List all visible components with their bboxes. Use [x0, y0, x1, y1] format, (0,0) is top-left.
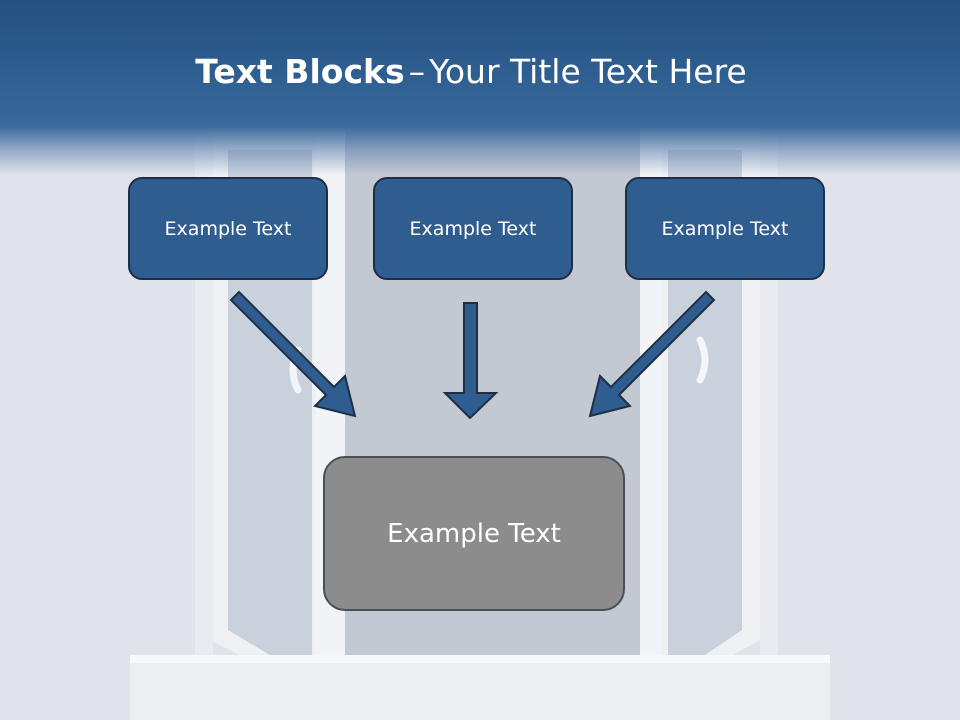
slide-title: Text Blocks–Your Title Text Here [0, 52, 942, 91]
slide-title-rest: Your Title Text Here [429, 52, 747, 91]
text-block-bottom[interactable]: Example Text [323, 456, 625, 611]
text-block-bottom-label: Example Text [387, 518, 561, 549]
slide-title-dash: – [408, 52, 426, 91]
slide-title-bold: Text Blocks [195, 52, 405, 91]
text-block-top-center-label: Example Text [409, 217, 537, 240]
text-block-top-left-label: Example Text [164, 217, 292, 240]
text-block-top-right[interactable]: Example Text [625, 177, 825, 280]
title-band [0, 0, 960, 175]
text-block-top-right-label: Example Text [661, 217, 789, 240]
text-block-top-center[interactable]: Example Text [373, 177, 573, 280]
text-block-top-left[interactable]: Example Text [128, 177, 328, 280]
